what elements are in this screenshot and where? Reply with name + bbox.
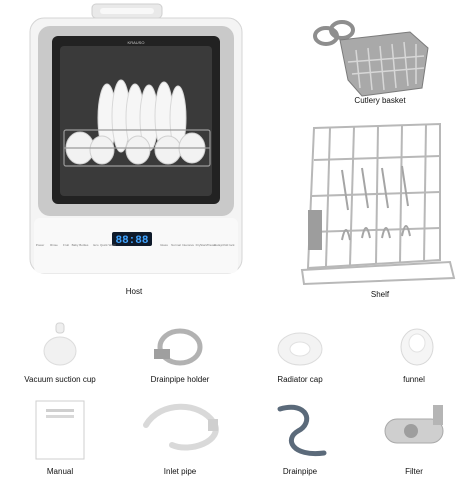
radiator-cap-label: Radiator cap xyxy=(277,375,323,384)
drainpipe-icon xyxy=(277,404,327,457)
accessory-vacuum-suction-cup: Vacuum suction cup xyxy=(0,315,120,385)
drainpipe-holder-label: Drainpipe holder xyxy=(150,375,210,384)
panel-button-7[interactable]: Normal xyxy=(171,243,181,247)
panel-button-6[interactable]: Glass xyxy=(160,243,168,247)
panel-button-10[interactable]: Start/Pause xyxy=(200,243,216,247)
accessory-drainpipe-holder: Drainpipe holder xyxy=(120,315,240,385)
accessory-inlet-pipe: Inlet pipe xyxy=(120,395,240,476)
panel-button-11[interactable]: Delay xyxy=(214,243,222,247)
panel-button-0[interactable]: Power xyxy=(36,243,45,247)
funnel-icon xyxy=(400,328,434,366)
cutlery-basket-image xyxy=(313,20,429,97)
panel-button-4[interactable]: Eco xyxy=(93,243,99,247)
manual-label: Manual xyxy=(46,467,74,476)
manual-icon xyxy=(35,400,85,460)
panel-button-1[interactable]: Rinse xyxy=(50,243,58,247)
shelf-image xyxy=(300,122,456,286)
panel-button-12[interactable]: Child lock xyxy=(221,243,235,247)
host-label: Host xyxy=(125,287,143,296)
accessory-radiator-cap: Radiator cap xyxy=(240,315,360,385)
drainpipe-label: Drainpipe xyxy=(282,467,318,476)
brand-label: KRAUSO xyxy=(128,40,145,45)
filter-icon xyxy=(384,405,444,444)
panel-button-5[interactable]: Quick Wash xyxy=(100,243,116,247)
panel-button-9[interactable]: Dry xyxy=(196,243,201,247)
radiator-cap-icon xyxy=(277,332,323,366)
accessory-funnel: funnel xyxy=(355,315,473,385)
shelf-product: Shelf xyxy=(290,110,473,305)
accessory-filter: Filter xyxy=(355,395,473,476)
shelf-label: Shelf xyxy=(370,290,390,299)
suction-cup-icon xyxy=(43,322,77,366)
funnel-label: funnel xyxy=(403,375,425,384)
inlet-pipe-label: Inlet pipe xyxy=(163,467,197,476)
panel-button-3[interactable]: Baby Bottles xyxy=(72,243,89,247)
hose-clamp-icon xyxy=(154,328,203,366)
display-readout: 88:88 xyxy=(115,235,148,247)
filter-label: Filter xyxy=(405,467,423,476)
inlet-pipe-icon xyxy=(143,403,219,451)
panel-button-8[interactable]: Intensive xyxy=(182,243,194,247)
panel-button-2[interactable]: Fruit xyxy=(63,243,69,247)
cutlery-basket-label: Cutlery basket xyxy=(354,96,406,105)
accessory-drainpipe: Drainpipe xyxy=(240,395,360,476)
accessory-manual: Manual xyxy=(0,395,120,476)
vacuum-suction-cup-label: Vacuum suction cup xyxy=(24,375,96,384)
cutlery-basket-product: Cutlery basket xyxy=(290,0,473,110)
